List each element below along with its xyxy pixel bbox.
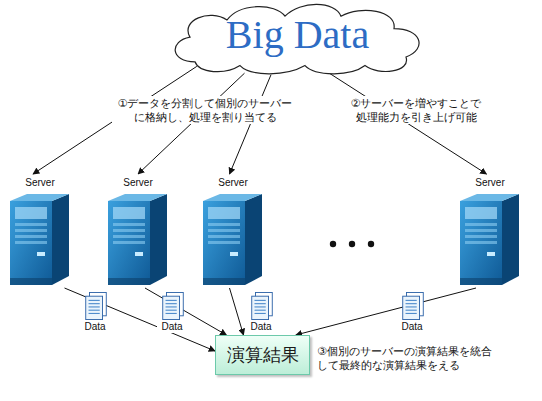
document-icon: [250, 292, 274, 320]
dot: [349, 241, 355, 247]
document-icon: [401, 292, 425, 320]
server-icon: [457, 192, 522, 287]
result-box: 演算結果: [215, 335, 310, 375]
data-label: Data: [80, 321, 110, 333]
arrow-connector: [230, 288, 244, 335]
data-node: Data: [157, 292, 187, 334]
cloud-title: Big Data: [165, 1, 430, 57]
arrow-connector: [296, 288, 476, 335]
annotation: ③個別のサーバーの演算結果を統合 して最終的な演算結果をえる: [317, 344, 505, 372]
data-node: Data: [80, 292, 110, 334]
arrow-connector: [329, 73, 486, 174]
dot: [368, 241, 374, 247]
server-label: Server: [5, 174, 75, 189]
data-label: Data: [246, 321, 276, 333]
server-label: Server: [103, 174, 173, 189]
server-node: Server: [103, 174, 173, 288]
data-label: Data: [157, 321, 187, 333]
dot: [330, 241, 336, 247]
data-label: Data: [397, 321, 427, 333]
annotation: ①データを分割して個別のサーバー に格納し、処理を割り当てる: [112, 96, 298, 124]
arrow-connector: [65, 288, 216, 351]
server-node: Server: [5, 174, 75, 288]
server-icon: [105, 192, 170, 287]
arrow-connector: [230, 75, 272, 174]
arrow-connector: [145, 288, 226, 335]
server-label: Server: [198, 174, 268, 189]
server-icon: [7, 192, 72, 287]
document-icon: [84, 292, 108, 320]
annotation: ②サーバーを増やすことで 処理能力を引き上げ可能: [345, 96, 487, 124]
server-icon: [200, 192, 265, 287]
server-node: Server: [198, 174, 268, 288]
cloud-node: Big Data: [165, 1, 430, 77]
data-node: Data: [397, 292, 427, 334]
result-label: 演算結果: [227, 344, 299, 366]
server-label: Server: [455, 174, 525, 189]
data-node: Data: [246, 292, 276, 334]
server-node: Server: [455, 174, 525, 288]
document-icon: [161, 292, 185, 320]
